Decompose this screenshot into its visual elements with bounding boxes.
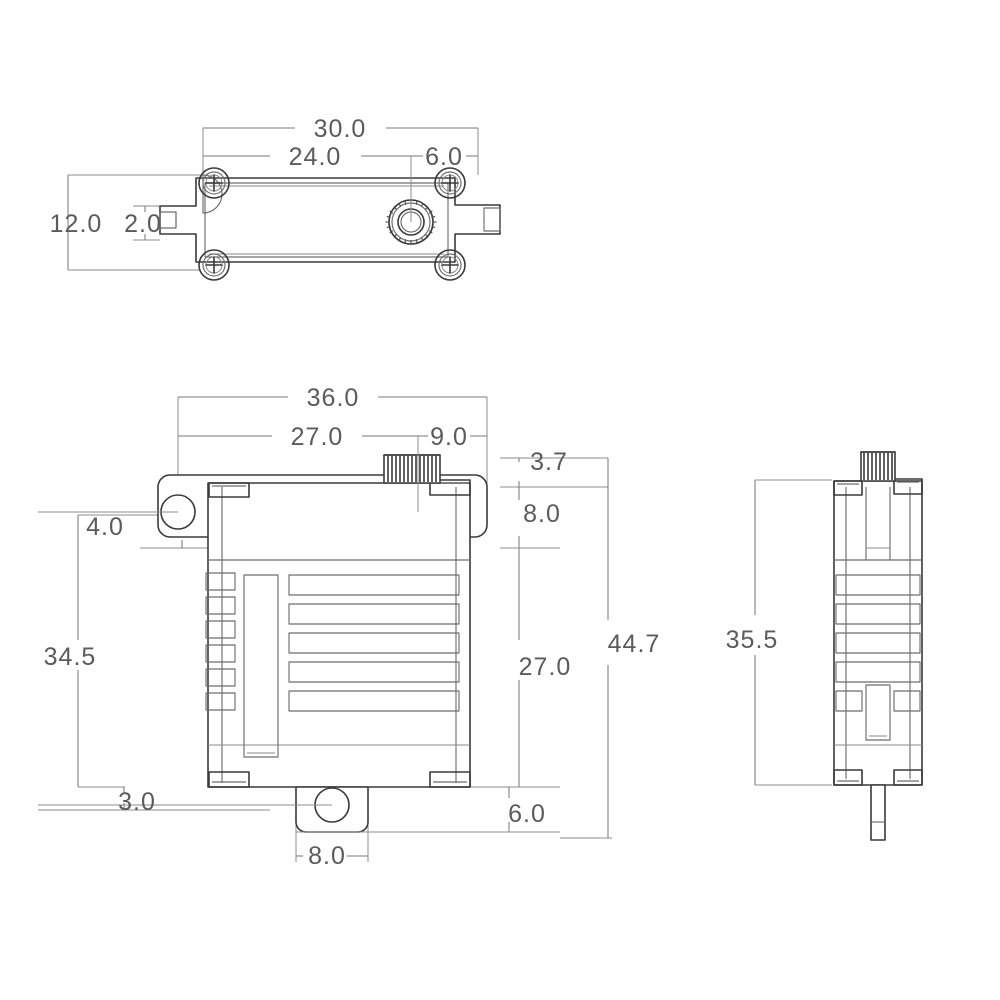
top-view-connector-tab bbox=[159, 211, 177, 229]
dim-label-front-lower-tab-width: 8.0 bbox=[308, 842, 346, 870]
dim-front-spline-height bbox=[500, 457, 608, 488]
dim-label-front-hub-to-hole: 9.0 bbox=[430, 423, 468, 451]
side-view-body bbox=[833, 478, 923, 786]
dim-label-front-hole-edge: 4.0 bbox=[86, 513, 124, 541]
dim-top-tab-width bbox=[133, 205, 160, 241]
dim-label-front-flange-length: 36.0 bbox=[307, 384, 360, 412]
dim-label-top-overall-length: 30.0 bbox=[314, 115, 367, 143]
front-view-heat-fins-short bbox=[205, 572, 236, 711]
dim-label-front-flange-top-offset: 34.5 bbox=[44, 643, 97, 671]
dim-label-front-flange-height: 8.0 bbox=[523, 500, 561, 528]
dim-label-side-overall-height: 35.5 bbox=[726, 626, 779, 654]
front-view-heat-fins-long bbox=[288, 574, 460, 712]
dim-front-overall-height bbox=[560, 458, 612, 839]
top-view-right-tab bbox=[483, 207, 501, 232]
dim-label-front-lower-tab-height: 6.0 bbox=[508, 800, 546, 828]
front-view-lower-mounting-tab bbox=[295, 786, 369, 833]
top-view-screw-top-right bbox=[434, 167, 466, 199]
top-view-group bbox=[67, 127, 501, 281]
dim-label-front-body-height: 27.0 bbox=[519, 653, 572, 681]
side-view-wire-exit bbox=[870, 784, 886, 841]
spline-teeth-side bbox=[863, 453, 893, 480]
front-view-group bbox=[38, 396, 612, 862]
spline-teeth bbox=[387, 456, 437, 482]
front-view-label-panel bbox=[243, 574, 279, 758]
dim-front-flange-height bbox=[500, 487, 560, 549]
dim-side-overall-height bbox=[754, 479, 832, 786]
dim-label-front-spline-height: 3.7 bbox=[530, 448, 568, 476]
dim-label-top-hub-offset: 6.0 bbox=[425, 143, 463, 171]
dim-top-overall-length bbox=[202, 127, 479, 175]
dim-label-top-body-length: 24.0 bbox=[289, 143, 342, 171]
dim-label-top-overall-width: 12.0 bbox=[50, 210, 103, 238]
dim-top-overall-width bbox=[67, 174, 200, 271]
top-view-screw-top-left bbox=[198, 167, 230, 214]
dim-front-lower-tab-offset bbox=[38, 786, 270, 811]
dim-label-top-tab-width: 2.0 bbox=[124, 210, 162, 238]
dim-label-front-overall-height: 44.7 bbox=[608, 630, 661, 658]
side-view-group bbox=[754, 451, 923, 841]
top-view-splined-hub bbox=[385, 160, 437, 245]
side-view-splined-shaft bbox=[860, 451, 896, 482]
top-view-screw-bottom-left bbox=[198, 249, 230, 281]
dim-label-front-lower-tab-offset: 3.0 bbox=[118, 788, 156, 816]
front-view-splined-shaft bbox=[383, 454, 441, 484]
side-view-fin-slots bbox=[835, 574, 921, 683]
top-view-screw-bottom-right bbox=[434, 249, 466, 281]
dim-label-front-hole-spacing: 27.0 bbox=[291, 423, 344, 451]
front-view-body-housing bbox=[205, 479, 471, 788]
